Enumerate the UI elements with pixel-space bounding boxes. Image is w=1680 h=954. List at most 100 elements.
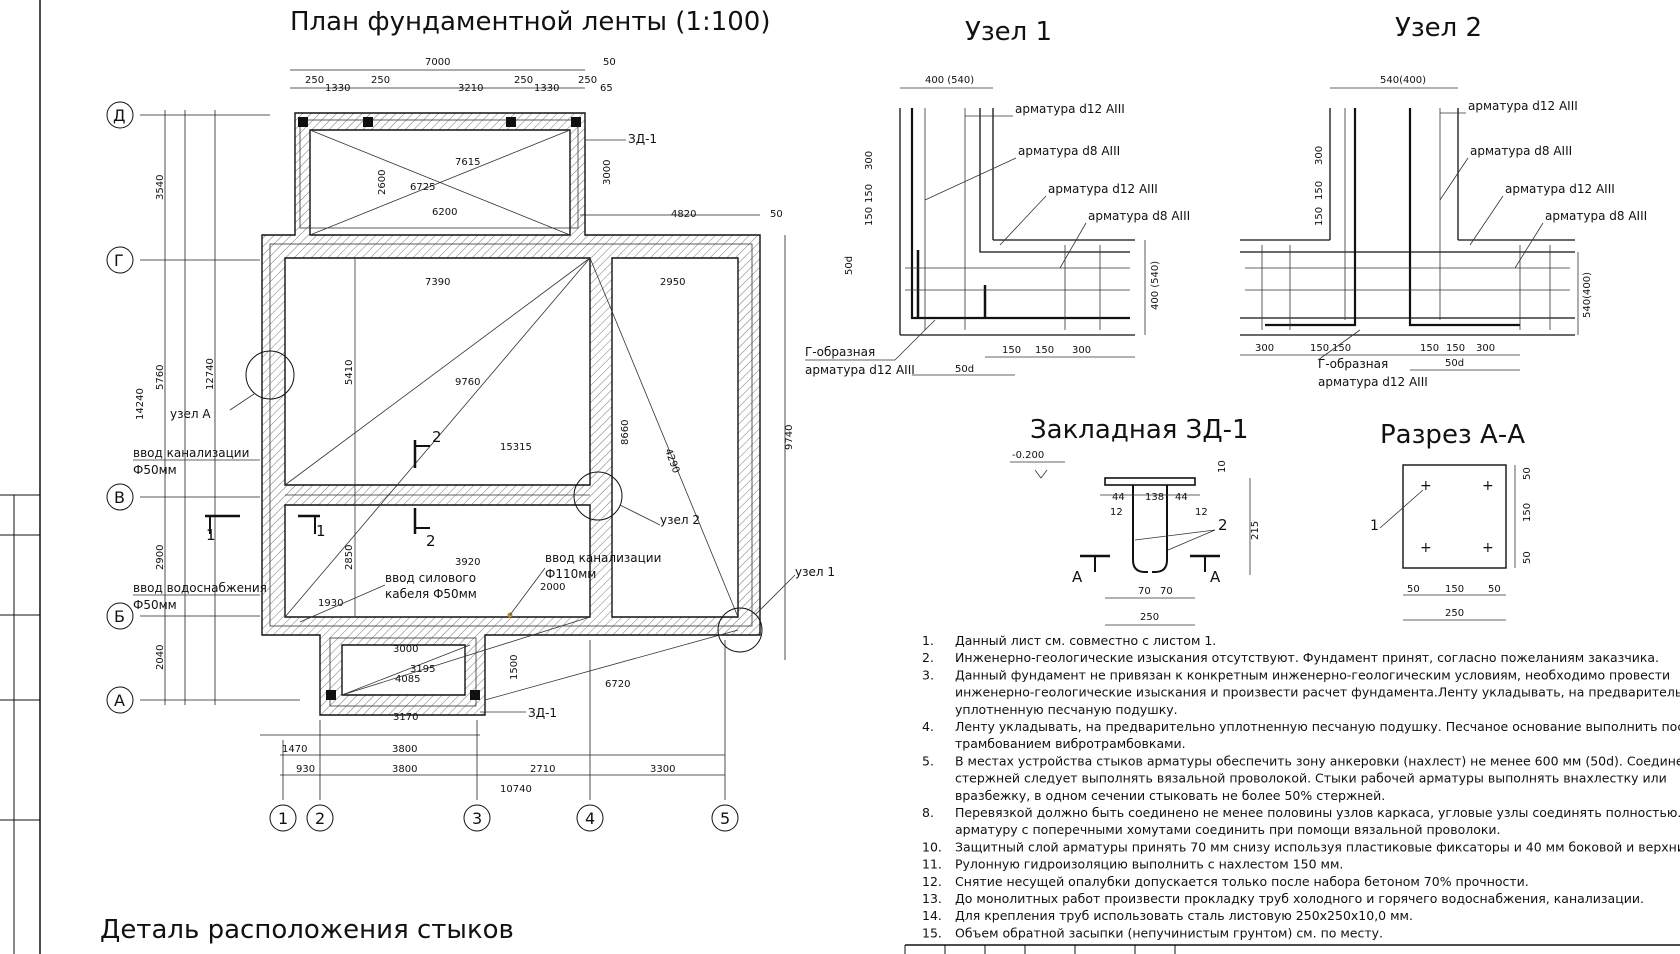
- notes-list: 1.Данный лист см. совместно с листом 1.2…: [922, 633, 1680, 940]
- note-number: 10.: [922, 839, 942, 854]
- dim-1330-a: 1330: [325, 83, 350, 94]
- note-line: До монолитных работ произвести прокладку…: [955, 891, 1644, 906]
- n2-dim-10: 300: [1476, 343, 1495, 354]
- plan-title: План фундаментной ленты (1:100): [290, 7, 770, 37]
- dim-14240: 14240: [135, 388, 146, 420]
- note-line: Ленту укладывать, на предварительно упло…: [955, 719, 1680, 734]
- dim-2710: 2710: [530, 764, 555, 775]
- dim-50: 50: [603, 57, 616, 68]
- note-line: инженерно-геологические изыскания и прои…: [955, 685, 1680, 700]
- n2-dim-1: 300: [1314, 146, 1325, 165]
- n2-dim-6: 150: [1310, 343, 1329, 354]
- dim-7390: 7390: [425, 277, 450, 288]
- node1-detail: 400 (540) 300 150 150 50d 400 (540) 150 …: [805, 75, 1190, 377]
- axis-row-d: Д: [113, 106, 126, 125]
- dim-250-a: 250: [305, 75, 324, 86]
- n2-lbar-0: Г-образная: [1318, 357, 1388, 371]
- node1-title: Узел 1: [965, 17, 1052, 47]
- sec-dim-4: 150: [1445, 584, 1464, 595]
- note-number: 3.: [922, 667, 934, 682]
- cut-1-right: 1: [316, 522, 326, 540]
- power-diam: кабеля Ф50мм: [385, 587, 477, 601]
- emb-dim-6: 215: [1250, 521, 1261, 540]
- note-number: 8.: [922, 805, 934, 820]
- n1-dim-1: 300: [864, 151, 875, 170]
- emb-mark-2: 2: [1218, 516, 1228, 534]
- embedded-title: Закладная ЗД-1: [1030, 415, 1249, 445]
- dim-3000: 3000: [393, 644, 418, 655]
- dim-6200: 6200: [432, 207, 457, 218]
- n1-dim-5: 400 (540): [1150, 261, 1161, 310]
- n2-dim-9: 150: [1446, 343, 1465, 354]
- n1-lbar-0: Г-образная: [805, 345, 875, 359]
- emb-dim-1: 138: [1145, 492, 1164, 503]
- n2-rebar-1: арматура d8 AIII: [1470, 144, 1572, 158]
- node-2-label: узел 2: [660, 513, 700, 527]
- n2-lbar-1: арматура d12 AIII: [1318, 375, 1428, 389]
- axis-col-1: 1: [278, 809, 288, 828]
- n2-dim-2: 150: [1314, 181, 1325, 200]
- dim-1930: 1930: [318, 598, 343, 609]
- note-line: арматуру с поперечными хомутами соединит…: [955, 822, 1501, 837]
- n1-dim-4: 50d: [844, 256, 855, 275]
- plan-callouts: узел А узел 2 узел 1 ЗД-1 ЗД-1 ввод кана…: [133, 132, 835, 720]
- dim-1470: 1470: [282, 744, 307, 755]
- sec-dim-0: 50: [1522, 467, 1533, 480]
- dim-6720: 6720: [605, 679, 630, 690]
- n2-rebar-3: арматура d8 AIII: [1545, 209, 1647, 223]
- note-number: 1.: [922, 633, 934, 648]
- note-number: 13.: [922, 891, 942, 906]
- dim-5760: 5760: [155, 365, 166, 390]
- n2-dim-3: 150: [1314, 207, 1325, 226]
- dim-50-b: 50: [770, 209, 783, 220]
- emb-dim-4: 12: [1195, 507, 1208, 518]
- emb-mark-a-right: А: [1210, 568, 1221, 586]
- sewer-right-label: ввод канализации: [545, 551, 661, 565]
- axis-col-4: 4: [585, 809, 595, 828]
- node-a-label: узел А: [170, 407, 211, 421]
- plan-dims-bottom: 1470 3800 930 3800 2710 3300 10740: [282, 744, 675, 795]
- sewer-left-label: ввод канализации: [133, 446, 249, 460]
- cut-2-bottom: 2: [426, 532, 436, 550]
- water-diam: Ф50мм: [133, 598, 177, 612]
- note-line: стержней следует выполнять вязальной про…: [955, 771, 1667, 786]
- dim-65: 65: [600, 83, 613, 94]
- zd-top-label: ЗД-1: [628, 132, 657, 146]
- n1-dim-8: 300: [1072, 345, 1091, 356]
- sec-dim-2: 50: [1522, 551, 1533, 564]
- emb-dim-0: 44: [1112, 492, 1125, 503]
- note-line: Защитный слой арматуры принять 70 мм сни…: [955, 839, 1680, 854]
- dim-7000: 7000: [425, 57, 450, 68]
- cut-2-top: 2: [432, 428, 442, 446]
- n1-rebar-2: арматура d12 AIII: [1048, 182, 1158, 196]
- note-line: Объем обратной засыпки (непучинистым гру…: [955, 925, 1383, 940]
- n1-rebar-1: арматура d8 AIII: [1018, 144, 1120, 158]
- dim-2600: 2600: [377, 170, 388, 195]
- n2-dim-11: 50d: [1445, 358, 1464, 369]
- note-line: Перевязкой должно быть соединено не мене…: [955, 805, 1680, 820]
- note-line: Рулонную гидроизоляцию выполнить с нахле…: [955, 857, 1343, 872]
- dim-2040: 2040: [155, 645, 166, 670]
- emb-dim-3: 12: [1110, 507, 1123, 518]
- sewer-right-diam: Ф110мм: [545, 567, 596, 581]
- dim-9740: 9740: [784, 425, 795, 450]
- emb-level: -0.200: [1012, 450, 1044, 461]
- note-number: 11.: [922, 857, 942, 872]
- water-label: ввод водоснабжения: [133, 581, 267, 595]
- note-line: Данный фундамент не привязан к конкретны…: [955, 667, 1670, 682]
- zd-bottom-label: ЗД-1: [528, 706, 557, 720]
- emb-dim-2: 44: [1175, 492, 1188, 503]
- n2-dim-8: 150: [1420, 343, 1439, 354]
- dim-4820: 4820: [671, 209, 696, 220]
- note-line: трамбованием вибротрамбовками.: [955, 736, 1186, 751]
- note-line: Снятие несущей опалубки допускается толь…: [955, 874, 1529, 889]
- dim-3540: 3540: [155, 175, 166, 200]
- section-detail: + + + + 50 150 50 50 150 50 250 1: [1370, 464, 1533, 621]
- dim-2900: 2900: [155, 545, 166, 570]
- dim-7615: 7615: [455, 157, 480, 168]
- node-1-label: узел 1: [795, 565, 835, 579]
- sec-dim-1: 150: [1522, 503, 1533, 522]
- dim-15315: 15315: [500, 442, 532, 453]
